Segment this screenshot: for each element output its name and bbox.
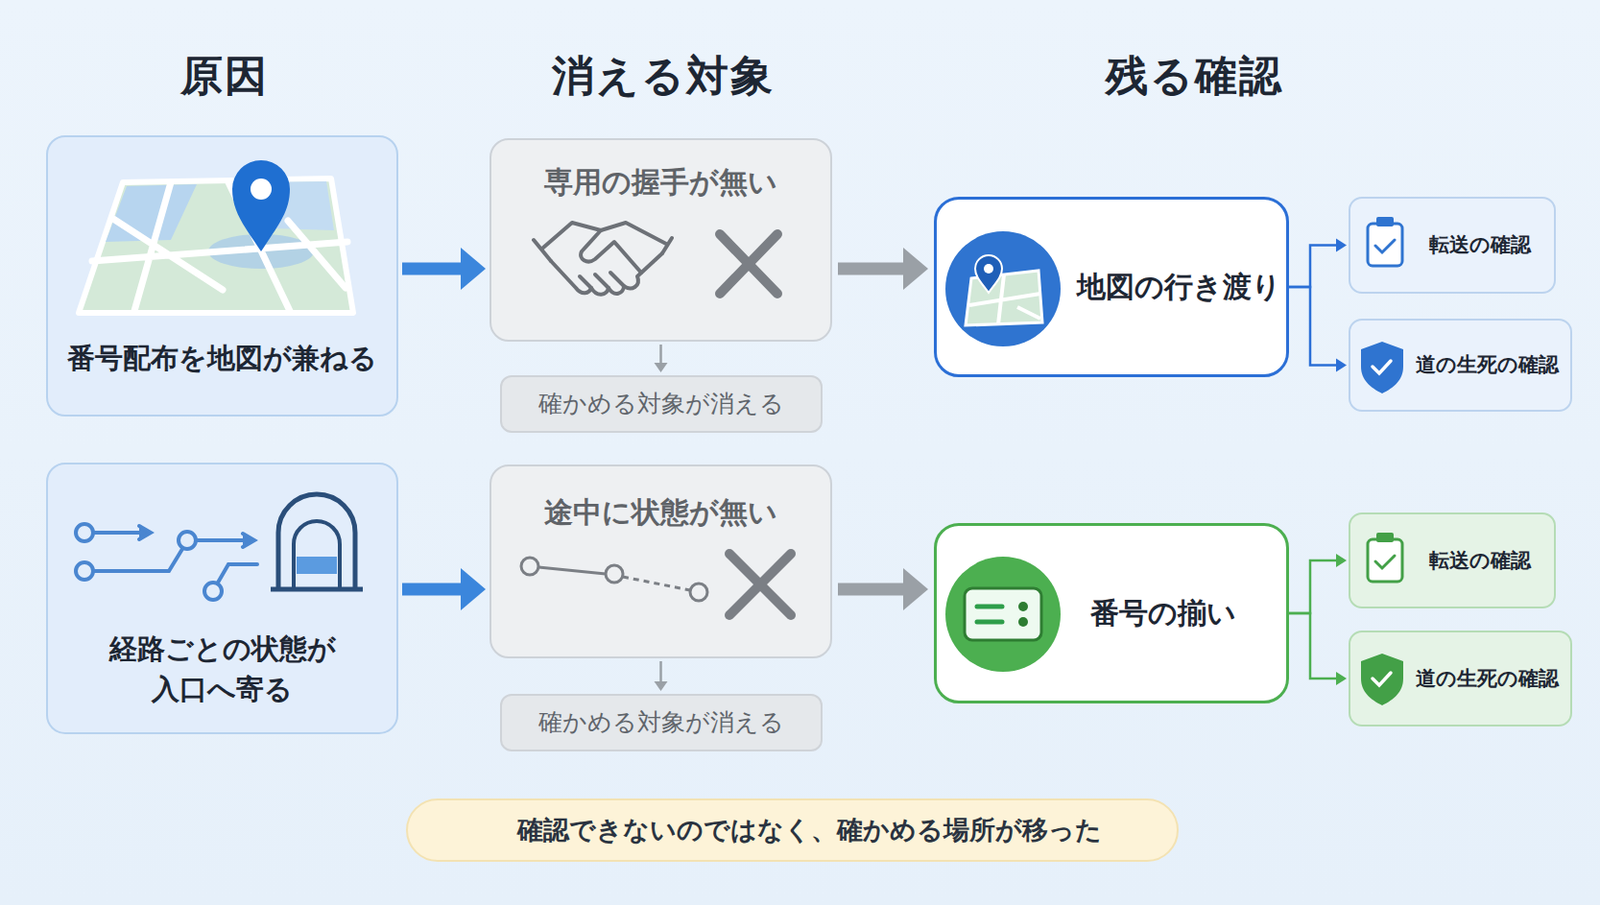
map-illustration	[78, 160, 354, 313]
connector-arrow	[402, 247, 486, 290]
result-pill: 確かめる対象が消える	[500, 375, 823, 433]
connector-arrow	[1289, 238, 1347, 288]
arrowhead	[460, 247, 486, 290]
id-card-icon	[945, 556, 1061, 672]
cause-box: 番号配布を地図が兼ねる	[46, 135, 399, 417]
lost-item-box: 途中に状態が無い	[489, 464, 833, 659]
lost-item-box: 専用の握手が無い	[489, 138, 833, 342]
cause-box: 経路ごとの状態が入口へ寄る	[46, 462, 399, 735]
connector-line	[1289, 286, 1338, 366]
check-item-box: 道の生死の確認	[1348, 630, 1573, 727]
result-pill: 確かめる対象が消える	[500, 693, 823, 752]
map-badge-icon	[945, 231, 1061, 347]
caption-note: 確認できないのではなく、確かめる場所が移った	[405, 798, 1179, 862]
connector-line	[1289, 560, 1338, 614]
shield-icon	[1361, 653, 1404, 706]
arrowhead	[654, 681, 669, 692]
arrowhead	[654, 362, 669, 373]
cross-mark	[729, 553, 791, 616]
shield-icon	[1361, 341, 1404, 394]
connector-arrow	[654, 661, 669, 692]
check-item-box: 転送の確認	[1348, 512, 1556, 609]
node-text: 道の生死の確認	[1415, 664, 1559, 693]
connector-line	[1289, 245, 1338, 288]
check-item-box: 転送の確認	[1348, 196, 1556, 294]
node-text: 確かめる対象が消える	[538, 386, 785, 422]
connector-line	[402, 583, 466, 597]
connector-line	[837, 262, 908, 276]
cross-mark	[719, 234, 778, 294]
arrowhead	[903, 247, 929, 290]
connector-line	[402, 262, 466, 276]
connector-line	[659, 344, 663, 365]
connector-arrow	[654, 344, 669, 373]
connector-arrow	[1289, 553, 1347, 614]
connector-arrow	[837, 568, 929, 611]
clipboard-icon	[1367, 216, 1403, 266]
connector-line	[837, 583, 908, 597]
node-text: 地図の行き渡り	[1076, 265, 1282, 309]
node-text: 途中に状態が無い	[544, 491, 778, 534]
arrowhead	[1336, 553, 1347, 568]
column-heading: 消える対象	[500, 47, 827, 105]
column-heading: 原因	[61, 47, 388, 105]
remaining-check-box: 番号の揃い	[933, 523, 1290, 704]
node-text: 道の生死の確認	[1415, 350, 1559, 380]
node-text: 番号の揃い	[1090, 592, 1237, 635]
caption-text: 確認できないのではなく、確かめる場所が移った	[517, 812, 1102, 848]
connector-line	[659, 661, 663, 684]
check-item-box: 道の生死の確認	[1348, 318, 1573, 412]
node-text: 番号配布を地図が兼ねる	[67, 337, 378, 379]
connector-arrow	[402, 568, 486, 611]
arrowhead	[1336, 238, 1347, 253]
connector-arrow	[1289, 613, 1347, 686]
connector-line	[1289, 613, 1338, 679]
node-text: 経路ごとの状態が入口へ寄る	[106, 628, 338, 710]
gate-icon	[270, 494, 363, 590]
connector-arrow	[1289, 286, 1347, 373]
broken-path-icon	[521, 557, 708, 601]
arrowhead	[903, 568, 929, 611]
node-text: 専用の握手が無い	[544, 161, 778, 204]
route-lines-icon	[75, 524, 258, 600]
clipboard-icon	[1367, 532, 1403, 582]
node-text: 確かめる対象が消える	[538, 705, 785, 741]
arrowhead	[1336, 671, 1347, 686]
handshake-icon	[533, 222, 672, 295]
column-heading: 残る確認	[1030, 47, 1358, 105]
node-text: 転送の確認	[1429, 546, 1531, 575]
connector-arrow	[837, 247, 929, 290]
remaining-check-box: 地図の行き渡り	[933, 196, 1290, 378]
arrowhead	[460, 568, 486, 611]
arrowhead	[1336, 358, 1347, 373]
node-text: 転送の確認	[1429, 230, 1531, 260]
